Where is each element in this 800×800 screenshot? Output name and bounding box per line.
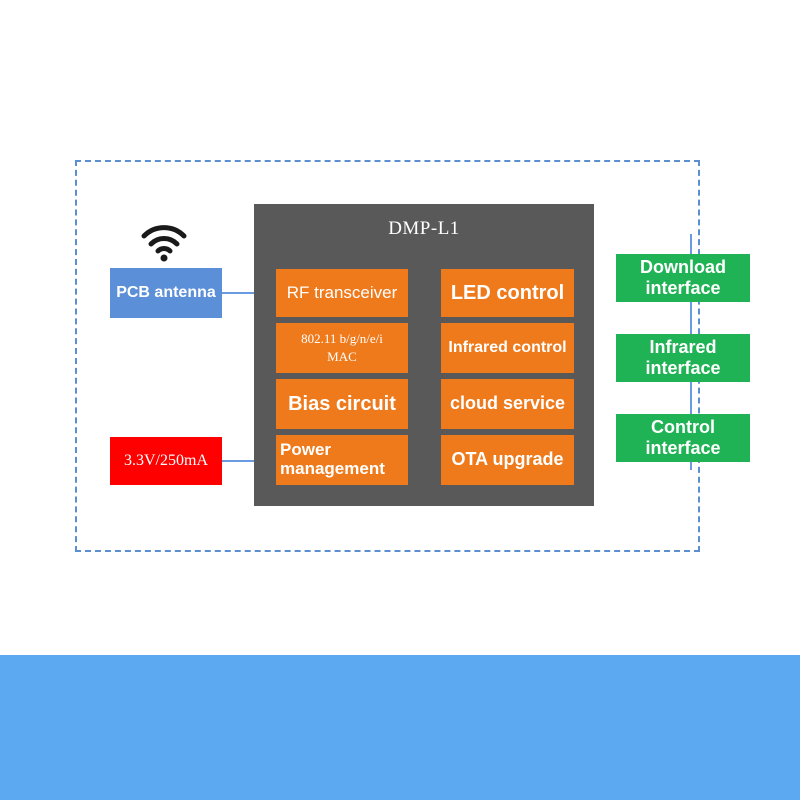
power-supply-box: 3.3V/250mA — [110, 437, 222, 485]
control-interface-box: Control interface — [616, 414, 750, 462]
power-connector — [222, 460, 280, 462]
rf-transceiver-block: RF transceiver — [276, 269, 408, 317]
chip-title: DMP-L1 — [388, 218, 460, 239]
bottom-band — [0, 655, 800, 800]
infrared-control-block: Infrared control — [441, 323, 574, 373]
mac-protocol-block: 802.11 b/g/n/e/i MAC — [276, 323, 408, 373]
cloud-service-block: cloud service — [441, 379, 574, 429]
antenna-connector — [222, 292, 280, 294]
led-control-block: LED control — [441, 269, 574, 317]
infrared-interface-box: Infrared interface — [616, 334, 750, 382]
download-interface-box: Download interface — [616, 254, 750, 302]
pcb-antenna-box: PCB antenna — [110, 268, 222, 318]
power-management-block: Power management — [276, 435, 408, 485]
bias-circuit-block: Bias circuit — [276, 379, 408, 429]
ota-upgrade-block: OTA upgrade — [441, 435, 574, 485]
wifi-icon — [141, 225, 187, 262]
